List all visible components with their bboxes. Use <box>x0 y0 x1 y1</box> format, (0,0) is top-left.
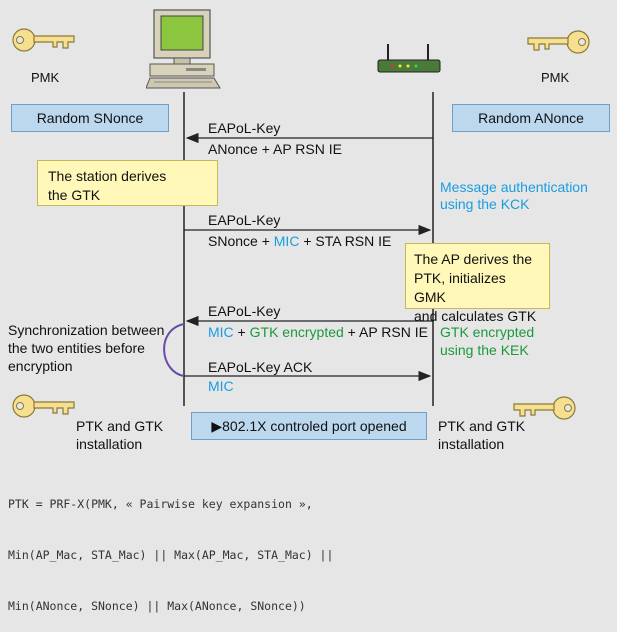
station-note-line2: the GTK <box>48 187 101 203</box>
message-3-title: EAPoL-Key <box>208 303 281 319</box>
formula-line3: Min(ANonce, SNonce) || Max(ANonce, SNonc… <box>8 599 306 613</box>
message-3-mic: MIC <box>208 324 234 340</box>
message-2-mic: MIC <box>273 233 300 249</box>
snonce-box: Random SNonce <box>11 104 169 132</box>
gtk-annotation-line1: GTK encrypted <box>440 324 535 340</box>
left-install-line2: installation <box>76 436 143 452</box>
left-pmk-label: PMK <box>31 70 60 85</box>
auth-annotation-line1: Message authentication <box>440 179 588 195</box>
key-icon <box>527 30 590 54</box>
sync-annotation-line1: Synchronization between <box>8 322 165 338</box>
sync-annotation-line3: encryption <box>8 358 73 374</box>
ap-note-line2: PTK, initializes GMK <box>414 270 506 305</box>
ap-note: The AP derives the PTK, initializes GMK … <box>405 243 550 324</box>
anonce-box: Random ANonce <box>452 104 610 132</box>
station-note-line1: The station derives <box>48 168 167 184</box>
key-icon <box>513 396 576 420</box>
message-1-body: ANonce + AP RSN IE <box>208 141 342 157</box>
key-icon <box>12 28 75 52</box>
message-1-title: EAPoL-Key <box>208 120 281 136</box>
message-2-body: SNonce + MIC + STA RSN IE <box>208 233 391 250</box>
computer-icon <box>146 9 221 89</box>
sync-annotation-line2: the two entities before <box>8 340 145 356</box>
message-2-part2: + STA RSN IE <box>299 233 392 249</box>
left-install-line1: PTK and GTK <box>76 418 164 434</box>
sync-bracket <box>163 323 185 377</box>
port-opened-box: ▶802.1X controled port opened <box>191 412 427 440</box>
right-install-line1: PTK and GTK <box>438 418 526 434</box>
message-2-part1: SNonce + <box>208 233 274 249</box>
formula-line2: Min(AP_Mac, STA_Mac) || Max(AP_Mac, STA_… <box>8 548 334 562</box>
message-3-gtk: GTK encrypted <box>249 324 344 340</box>
message-4-mic: MIC <box>208 378 234 394</box>
message-3-plus: + <box>233 324 250 340</box>
sequence-lines <box>163 92 434 406</box>
message-2-title: EAPoL-Key <box>208 212 281 228</box>
access-point-icon <box>377 44 441 73</box>
message-3-body: MIC + GTK encrypted + AP RSN IE <box>208 324 428 341</box>
right-install-line2: installation <box>438 436 505 452</box>
right-pmk-label: PMK <box>541 70 570 85</box>
ap-note-line1: The AP derives the <box>414 251 533 267</box>
formula-line1: PTK = PRF-X(PMK, « Pairwise key expansio… <box>8 497 313 511</box>
message-4-title: EAPoL-Key ACK <box>208 359 313 375</box>
key-icon <box>12 394 75 418</box>
gtk-annotation-line2: using the KEK <box>440 342 529 358</box>
auth-annotation-line2: using the KCK <box>440 196 530 212</box>
station-note: The station derives the GTK <box>37 160 218 206</box>
ap-note-line3: and calculates GTK <box>414 308 537 324</box>
ptk-formula: PTK = PRF-X(PMK, « Pairwise key expansio… <box>8 462 333 632</box>
message-3-part2: + AP RSN IE <box>343 324 428 340</box>
